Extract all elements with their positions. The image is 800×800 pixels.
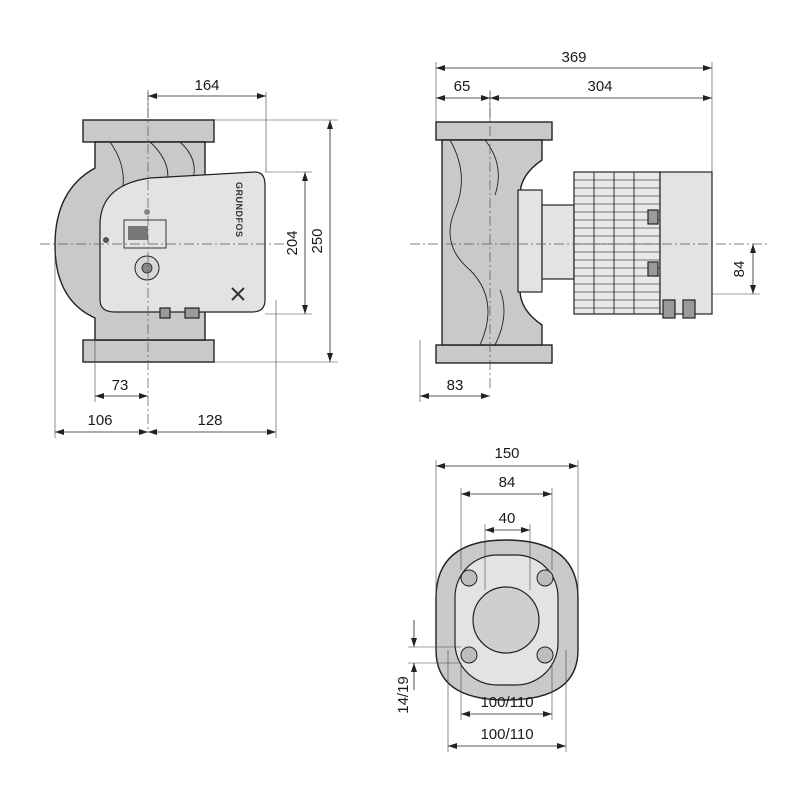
screw-icon	[144, 209, 150, 215]
bolt-hole	[536, 569, 554, 587]
bolt-hole	[460, 646, 478, 664]
front-bottom-flange	[82, 339, 215, 363]
side-volute	[449, 139, 489, 346]
control-display	[123, 219, 167, 249]
dim-pcd-2: 100/110	[480, 726, 533, 743]
dim-84-flange: 84	[499, 474, 516, 491]
motor-end-cap	[659, 171, 713, 315]
dim-83: 83	[447, 377, 464, 394]
bolt-hole	[460, 569, 478, 587]
side-bottom-flange	[435, 344, 553, 364]
dim-164: 164	[194, 77, 219, 94]
brand-x-icon	[231, 287, 245, 301]
side-cable-gland	[662, 299, 676, 319]
dim-pcd-1: 100/110	[480, 694, 533, 711]
dim-204: 204	[284, 230, 301, 255]
front-view: GRUNDFOS 164 250 204 73 106 128	[40, 77, 338, 438]
side-top-flange	[435, 121, 553, 141]
dim-40: 40	[499, 510, 516, 527]
shaft	[541, 204, 575, 280]
side-view: 369 65 304 84 83	[410, 49, 770, 402]
dim-250: 250	[309, 228, 326, 253]
dim-84-side: 84	[731, 261, 748, 278]
side-volute-2	[484, 139, 499, 196]
cable-gland-2	[184, 307, 200, 319]
dim-369: 369	[561, 49, 586, 66]
dim-106: 106	[87, 412, 112, 429]
flange-view: 150 84 40 14/19 100/110 100/110	[395, 445, 579, 752]
dim-304: 304	[587, 78, 612, 95]
side-volute-3	[494, 289, 505, 346]
dim-14-19: 14/19	[395, 676, 412, 714]
dim-150: 150	[494, 445, 519, 462]
dim-73: 73	[112, 377, 129, 394]
terminal-box	[647, 209, 659, 225]
cable-gland	[159, 307, 171, 319]
bolt-hole	[536, 646, 554, 664]
coupling	[517, 189, 543, 293]
terminal-box-2	[647, 261, 659, 277]
display-screen	[128, 226, 148, 240]
control-knob-center	[141, 262, 153, 274]
flange-bore	[472, 586, 540, 654]
dim-65: 65	[454, 78, 471, 95]
side-cable-gland-2	[682, 299, 696, 319]
front-top-flange	[82, 119, 215, 143]
led-icon	[103, 237, 109, 243]
dim-128: 128	[197, 412, 222, 429]
brand-logo-text: GRUNDFOS	[234, 182, 244, 238]
motor-fins	[573, 171, 661, 315]
